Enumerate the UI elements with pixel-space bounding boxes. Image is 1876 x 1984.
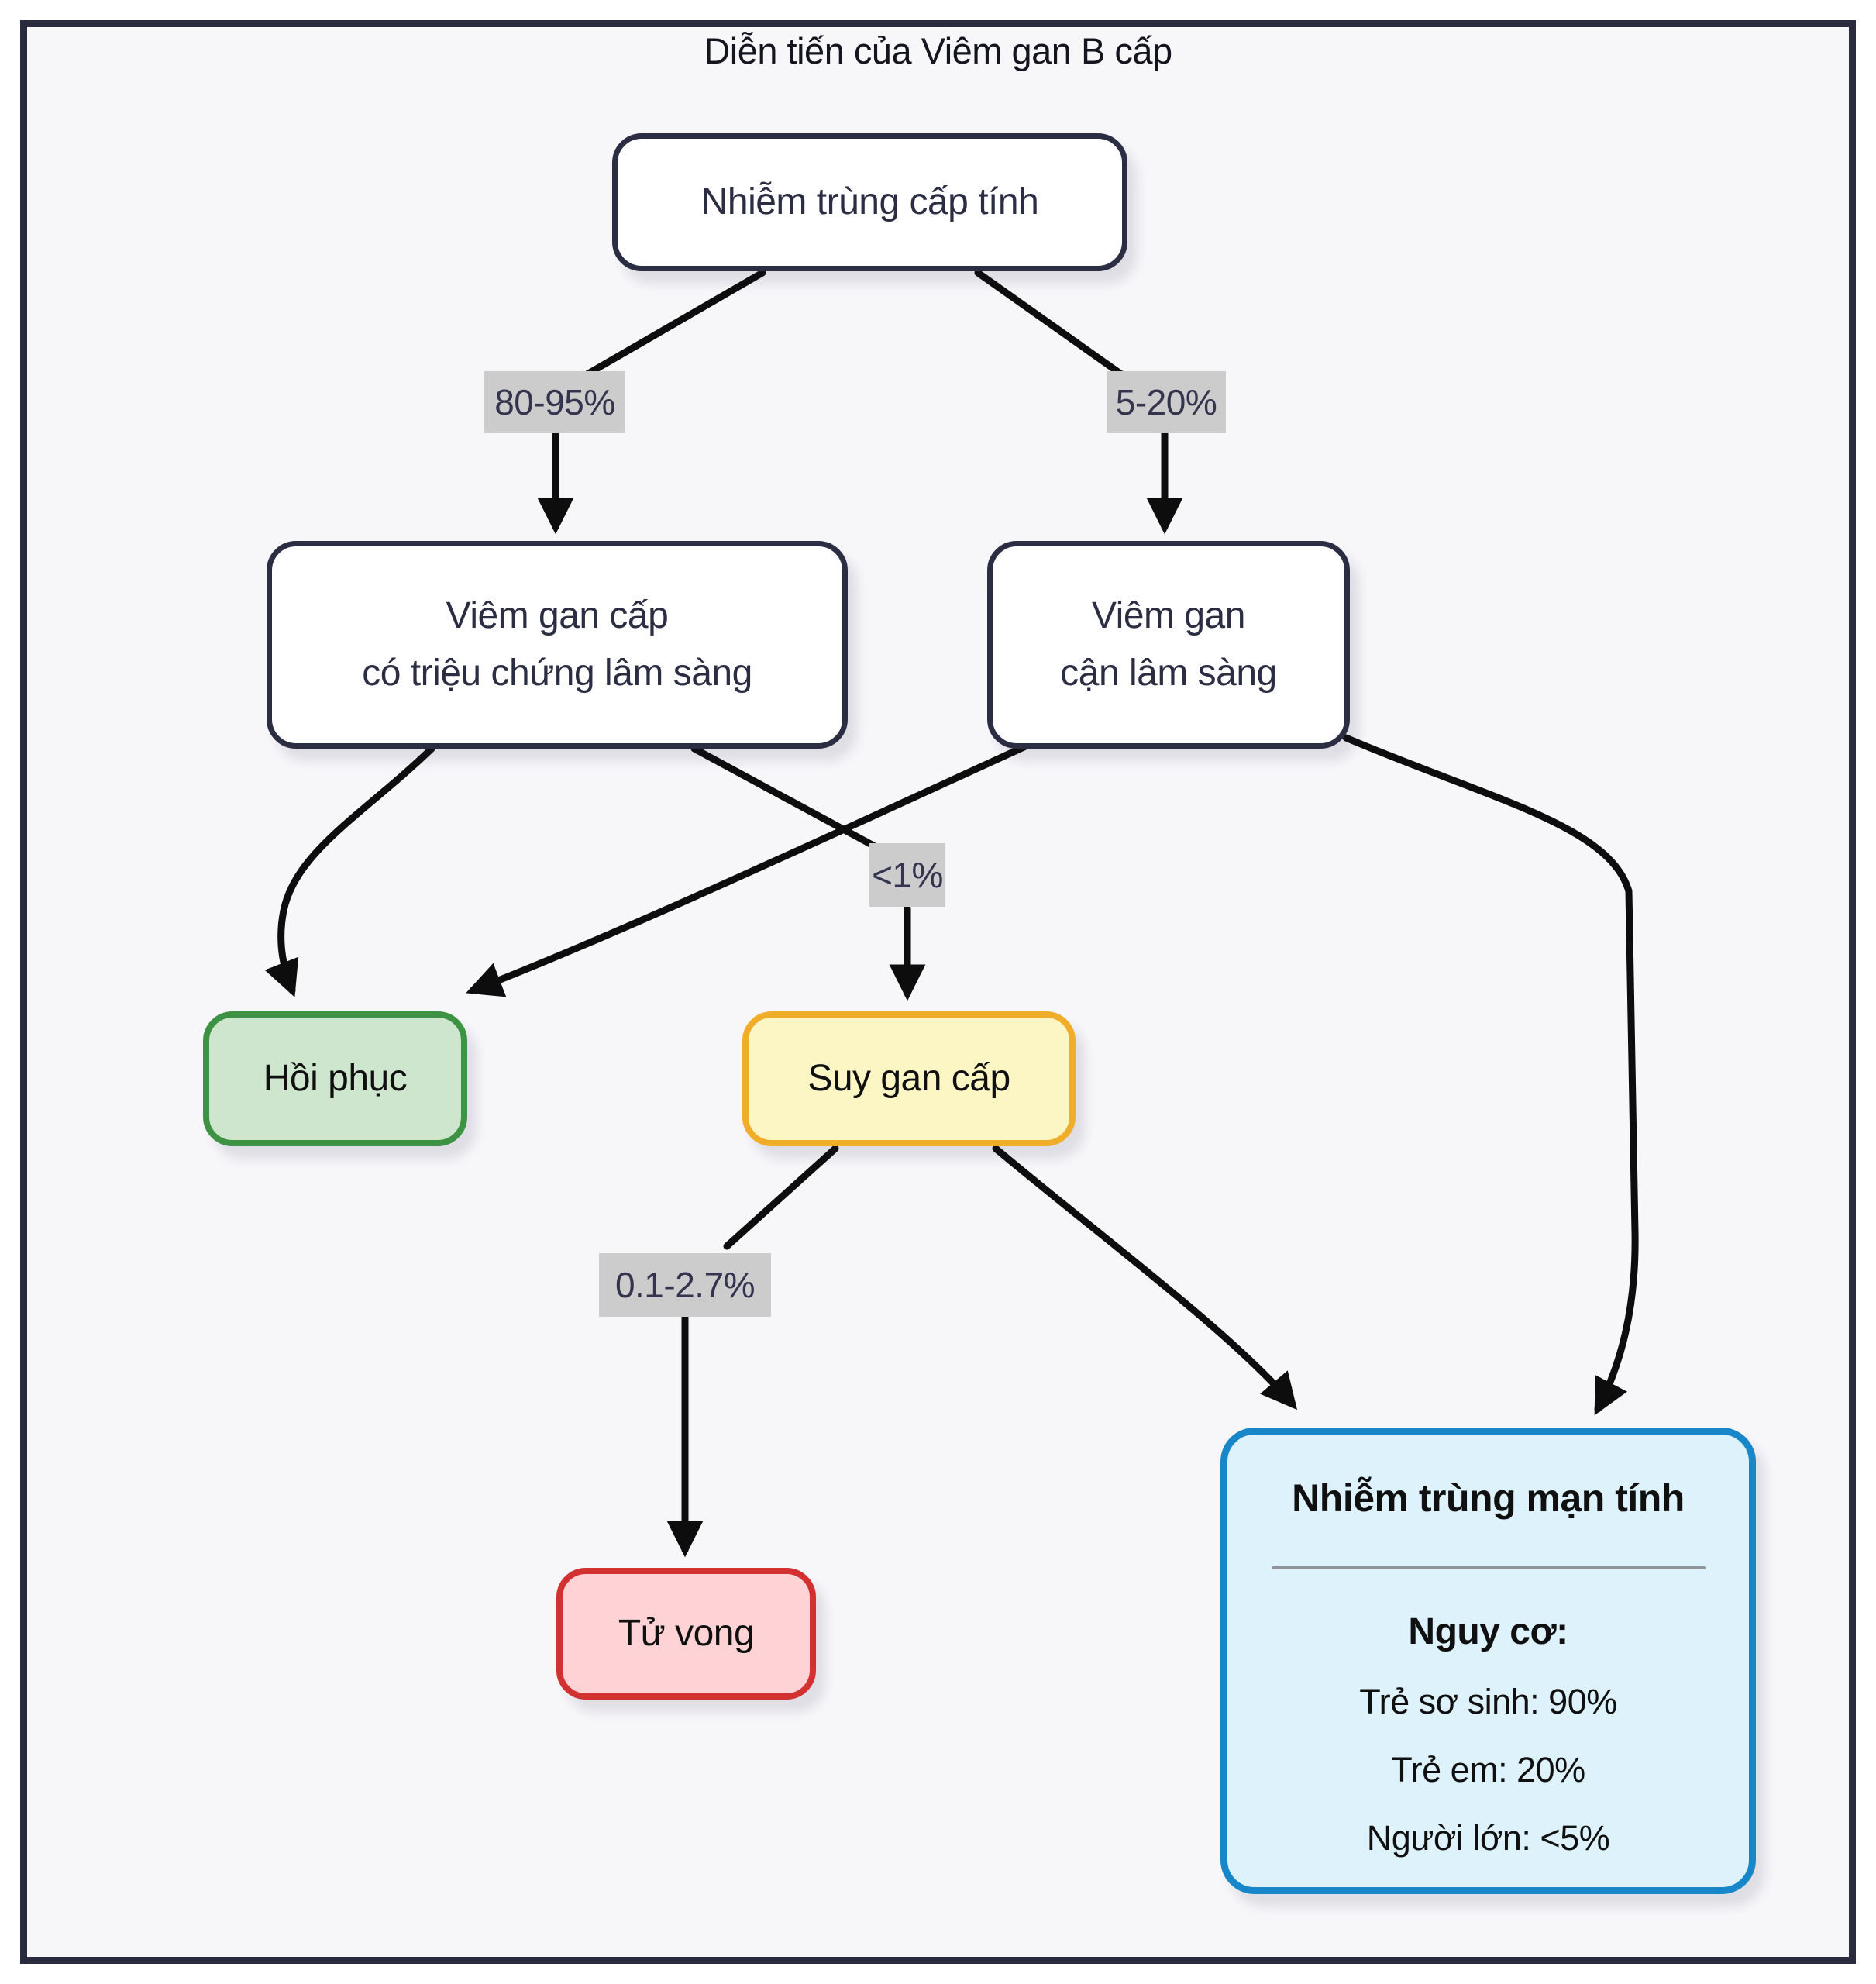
- edge-acute-to-label-80-95: [571, 269, 766, 385]
- edge-label-80-95: 80-95%: [484, 371, 625, 433]
- node-acute-infection-label: Nhiễm trùng cấp tính: [700, 181, 1039, 222]
- chronic-risk-adults: Người lớn: <5%: [1366, 1818, 1610, 1858]
- chronic-divider: [1271, 1566, 1706, 1569]
- node-death-label: Tử vong: [618, 1613, 755, 1654]
- node-subclinical-line1: Viêm gan: [1092, 595, 1245, 636]
- edge-liver-failure-to-chronic: [992, 1145, 1298, 1410]
- edge-label-5-20: 5-20%: [1107, 371, 1226, 433]
- node-chronic-infection: Nhiễm trùng mạn tính Nguy cơ: Trẻ sơ sin…: [1220, 1428, 1756, 1894]
- node-symptomatic-line1: Viêm gan cấp: [446, 595, 669, 636]
- edge-label-under-1: <1%: [869, 843, 945, 907]
- diagram-title: Diễn tiến của Viêm gan B cấp: [704, 30, 1172, 71]
- node-subclinical-line2: cận lâm sàng: [1060, 653, 1277, 694]
- node-acute-infection: Nhiễm trùng cấp tính: [612, 133, 1127, 271]
- edge-liver-failure-to-label-death: [723, 1145, 839, 1250]
- chronic-risk-heading: Nguy cơ:: [1408, 1611, 1568, 1652]
- chronic-risk-newborn: Trẻ sơ sinh: 90%: [1359, 1682, 1617, 1721]
- chronic-infection-title: Nhiễm trùng mạn tính: [1292, 1476, 1685, 1520]
- node-recovery: Hồi phục: [203, 1011, 467, 1146]
- node-symptomatic-line2: có triệu chứng lâm sàng: [362, 653, 752, 694]
- node-acute-liver-failure: Suy gan cấp: [742, 1011, 1076, 1146]
- node-death: Tử vong: [556, 1568, 816, 1700]
- node-subclinical-hepatitis: Viêm gan cận lâm sàng: [987, 541, 1350, 749]
- edge-subclinical-to-chronic: [1342, 734, 1639, 1416]
- node-recovery-label: Hồi phục: [263, 1058, 408, 1099]
- edge-symptomatic-to-label-1pct: [690, 745, 887, 855]
- chronic-risk-children: Trẻ em: 20%: [1391, 1750, 1585, 1789]
- node-acute-liver-failure-label: Suy gan cấp: [807, 1058, 1010, 1099]
- edge-subclinical-to-recovery: [466, 740, 1034, 997]
- edge-acute-to-label-5-20: [974, 269, 1135, 385]
- node-symptomatic-hepatitis: Viêm gan cấp có triệu chứng lâm sàng: [267, 541, 848, 749]
- edge-symptomatic-to-recovery: [264, 745, 435, 997]
- edge-label-0-1-2-7: 0.1-2.7%: [599, 1253, 771, 1317]
